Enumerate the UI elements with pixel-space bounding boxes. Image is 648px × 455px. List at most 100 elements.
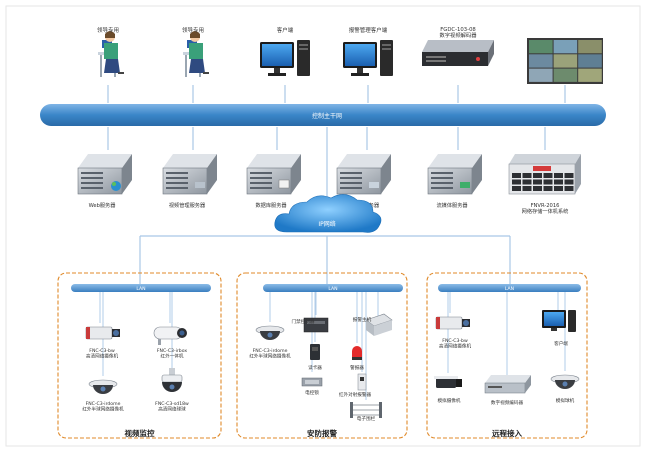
device-label: 警报器 <box>350 364 364 371</box>
device-label: 客户端 <box>554 340 568 347</box>
box-camera-icon <box>85 326 120 340</box>
top-node-video-wall <box>527 38 603 84</box>
device-electric-lock: 电控锁 <box>301 377 323 396</box>
video-wall-tile <box>529 68 553 82</box>
rack-server-icon <box>77 154 132 195</box>
speed-dome-icon <box>161 368 183 392</box>
analog-camera-icon <box>434 376 462 388</box>
top-node-label: 领导专用 <box>182 26 204 34</box>
server-label: 数据库服务器 <box>255 201 287 209</box>
rack-decoder-icon <box>422 40 494 66</box>
group-links <box>447 292 566 375</box>
device-ir-beam: 红外对射报警器 <box>339 373 372 398</box>
server-stream-server: 流媒体服务器 <box>427 154 482 209</box>
video-wall-tile <box>578 40 602 54</box>
dome-camera-icon <box>255 325 285 340</box>
rack-server-icon <box>246 154 301 195</box>
group-border <box>426 272 588 439</box>
device-digital-encoder: 数字视频编码器 <box>484 375 531 406</box>
server-row: Web服务器视频管理服务器数据库服务器智能分析服务器流媒体服务器FNVR-201… <box>77 154 581 215</box>
rack-server-icon <box>336 154 391 195</box>
top-node-alarm-client: 报警管理客户端 <box>343 26 393 76</box>
device-analog-camera: 模拟摄像机 <box>434 376 462 404</box>
group-title: 视频监控 <box>125 428 155 438</box>
device-label: 读卡器 <box>308 364 322 371</box>
top-node-leader-station-2: 领导专用 <box>182 26 209 77</box>
bullet-camera-icon <box>153 326 187 345</box>
lan-label: LAN <box>136 286 145 292</box>
alarm-panel-icon <box>365 313 393 336</box>
lan-bar: LAN <box>263 284 403 292</box>
device-access-controller: 门禁控制器 <box>292 317 329 333</box>
rack-server-icon <box>427 154 482 195</box>
video-wall-tile <box>578 54 602 68</box>
video-wall-tile <box>578 68 602 82</box>
backbone-label: 控制主干网 <box>312 112 342 120</box>
server-links <box>107 127 546 212</box>
lan-label: LAN <box>505 286 514 292</box>
device-label: 数字视频编码器 <box>491 399 524 406</box>
device-alarm-host: 报警主机 <box>353 313 393 336</box>
video-wall-tile <box>553 68 578 82</box>
outer-frame <box>5 5 641 447</box>
lock-icon <box>301 377 323 387</box>
server-video-mgmt-server: 视频管理服务器 <box>162 154 217 209</box>
top-node-label: 客户端 <box>277 26 294 34</box>
video-wall-icon <box>527 38 603 84</box>
device-label: 红外对射报警器 <box>339 391 372 398</box>
desktop-pc-icon <box>260 40 310 76</box>
cloud-links <box>139 235 511 287</box>
fence-icon <box>350 402 382 418</box>
desktop-pc-icon <box>542 310 576 332</box>
decoder-label-line2: 数字视频解码器 <box>439 31 477 39</box>
nvr-storage-icon <box>508 154 581 195</box>
device-remote-client: 客户端 <box>542 310 576 347</box>
lan-label: LAN <box>328 286 337 292</box>
top-node-leader-station-1: 领导专用 <box>97 26 124 77</box>
encoder-icon <box>484 375 531 394</box>
ir-beam-icon <box>357 373 367 391</box>
group-title: 远程接入 <box>492 428 522 438</box>
device-label: 电子围栏 <box>357 415 376 422</box>
box-camera-icon <box>435 316 470 330</box>
video-wall-tile <box>529 40 553 54</box>
rack-server-icon <box>162 154 217 195</box>
operator-workstation-icon <box>98 31 124 77</box>
device-electronic-fence: 电子围栏 <box>350 402 382 422</box>
server-label: 流媒体服务器 <box>436 201 468 209</box>
lan-bar: LAN <box>438 284 581 292</box>
group-border <box>236 272 408 439</box>
desktop-pc-icon <box>343 40 393 76</box>
dome-camera-icon <box>88 379 118 394</box>
device-label: 模拟球机 <box>556 397 575 404</box>
top-node-label: 领导专用 <box>97 26 119 34</box>
device-strobe-siren: 警报器 <box>350 346 364 371</box>
group-border <box>57 272 222 439</box>
device-analog-dome: 模拟球机 <box>550 374 580 404</box>
lan-bar: LAN <box>71 284 211 292</box>
top-links <box>107 85 566 103</box>
video-wall-tile <box>529 54 553 68</box>
controller-box-icon <box>303 317 329 333</box>
device-label: 模拟摄像机 <box>438 397 461 404</box>
device-label: 门禁控制器 <box>292 318 315 325</box>
operator-workstation-icon <box>183 31 209 77</box>
